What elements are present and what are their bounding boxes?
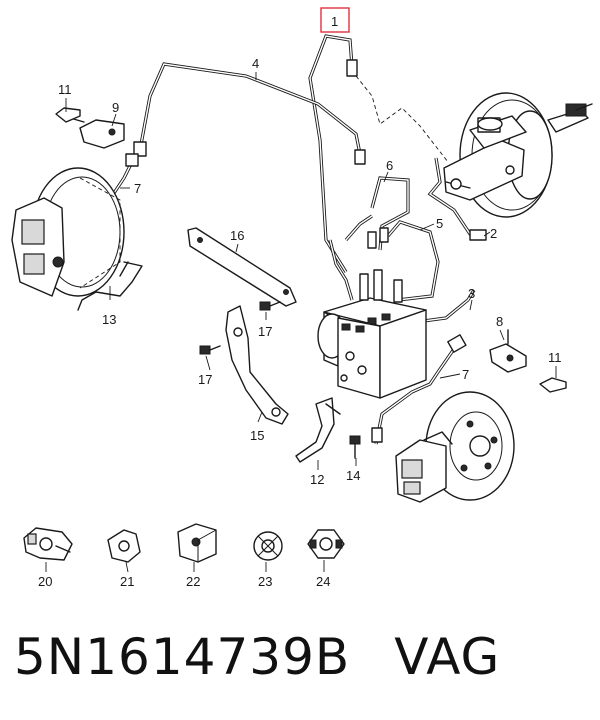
brake-line-to-rear-wheel (328, 239, 354, 301)
callout-15: 15 (250, 428, 264, 443)
bracket-9 (69, 117, 125, 149)
abs-hydraulic-unit (317, 227, 427, 399)
callout-24: 24 (316, 574, 330, 589)
callout-11-right: 11 (548, 350, 562, 365)
left-brake-caliper (11, 197, 65, 297)
callout-3: 3 (468, 286, 475, 301)
clip-11-right (539, 377, 567, 393)
brake-line-6 (370, 176, 410, 251)
callout-5: 5 (436, 216, 443, 231)
callout-1-box (320, 7, 350, 33)
clip-11-left (55, 107, 81, 123)
callout-7-right: 7 (462, 367, 469, 382)
master-cylinder (443, 115, 527, 201)
brake-line-feed-top (344, 214, 373, 242)
callout-11-left: 11 (58, 82, 72, 97)
callout-22: 22 (186, 574, 200, 589)
shield-13 (77, 261, 143, 311)
bracket-12 (295, 397, 341, 463)
callout-17-upper: 17 (258, 324, 272, 339)
bolt-17-lower (199, 345, 221, 355)
callout-13: 13 (102, 312, 116, 327)
bracket-16 (187, 227, 297, 307)
clip-20 (23, 527, 73, 561)
callout-4: 4 (252, 56, 259, 71)
part-number: 5N1614739B (14, 628, 351, 686)
callout-9: 9 (112, 100, 119, 115)
callout-8: 8 (496, 314, 503, 329)
callout-21: 21 (120, 574, 134, 589)
callout-12: 12 (310, 472, 324, 487)
brake-line-4 (133, 62, 366, 165)
bracket-8 (489, 329, 527, 373)
callout-6: 6 (386, 158, 393, 173)
callout-23: 23 (258, 574, 272, 589)
callout-2: 2 (490, 226, 497, 241)
leader-lines (45, 72, 557, 573)
callout-16: 16 (230, 228, 244, 243)
callout-7-left: 7 (134, 181, 141, 196)
bracket-15 (225, 305, 289, 425)
callout-14: 14 (346, 468, 360, 483)
clip-22 (177, 523, 217, 563)
callout-17-lower: 17 (198, 372, 212, 387)
clip-21 (107, 529, 141, 563)
bolt-17-upper (259, 301, 281, 311)
brand-name: VAG (394, 628, 501, 686)
part-number-caption: 5N1614739B VAG (14, 628, 586, 698)
clip-23 (253, 531, 283, 561)
right-brake-caliper (395, 431, 453, 503)
brake-hose-7-right (371, 334, 467, 445)
brake-line-1 (308, 34, 358, 273)
clip-24 (307, 529, 345, 559)
bolt-14 (349, 435, 361, 459)
callout-1: 1 (331, 14, 338, 29)
callout-20: 20 (38, 574, 52, 589)
brake-line-5 (386, 220, 440, 302)
